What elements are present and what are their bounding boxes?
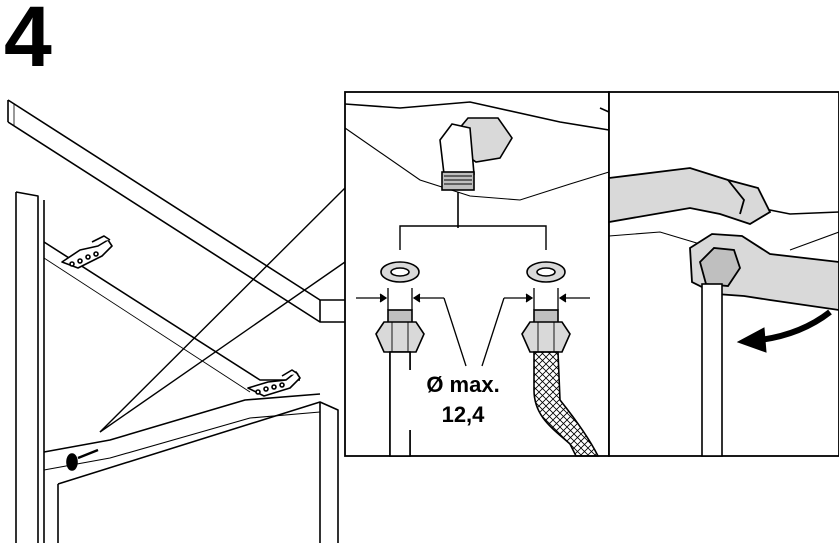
detail-panel [344, 91, 610, 457]
wrench-panel [608, 91, 839, 457]
worktop [7, 99, 345, 323]
mounting-bracket-bottom [247, 369, 301, 397]
option-bracket [399, 225, 547, 250]
dimension-arrows [356, 288, 590, 367]
braided-hose [521, 309, 600, 457]
inlet-valve [439, 117, 513, 228]
diameter-value: 12,4 [441, 402, 485, 427]
sealing-washer-left [380, 261, 420, 283]
magnifier-callout [99, 187, 346, 433]
holding-wrench [608, 167, 772, 225]
sealing-washer-right [526, 261, 566, 283]
connection-pipe [701, 283, 723, 457]
front-panel [57, 401, 339, 543]
diameter-label: Ø max. 12,4 [405, 370, 521, 430]
diameter-label-text: Ø max. [426, 372, 500, 397]
cabinet-bottom-edge [43, 393, 321, 453]
step-number: 4 [4, 0, 52, 85]
cabinet-side [15, 191, 45, 543]
cabinet-overview [7, 99, 345, 543]
rotation-arrow [736, 309, 832, 353]
hose-connection-point [66, 448, 99, 471]
mounting-bracket-top [61, 235, 113, 269]
tightening-wrench [689, 233, 839, 311]
